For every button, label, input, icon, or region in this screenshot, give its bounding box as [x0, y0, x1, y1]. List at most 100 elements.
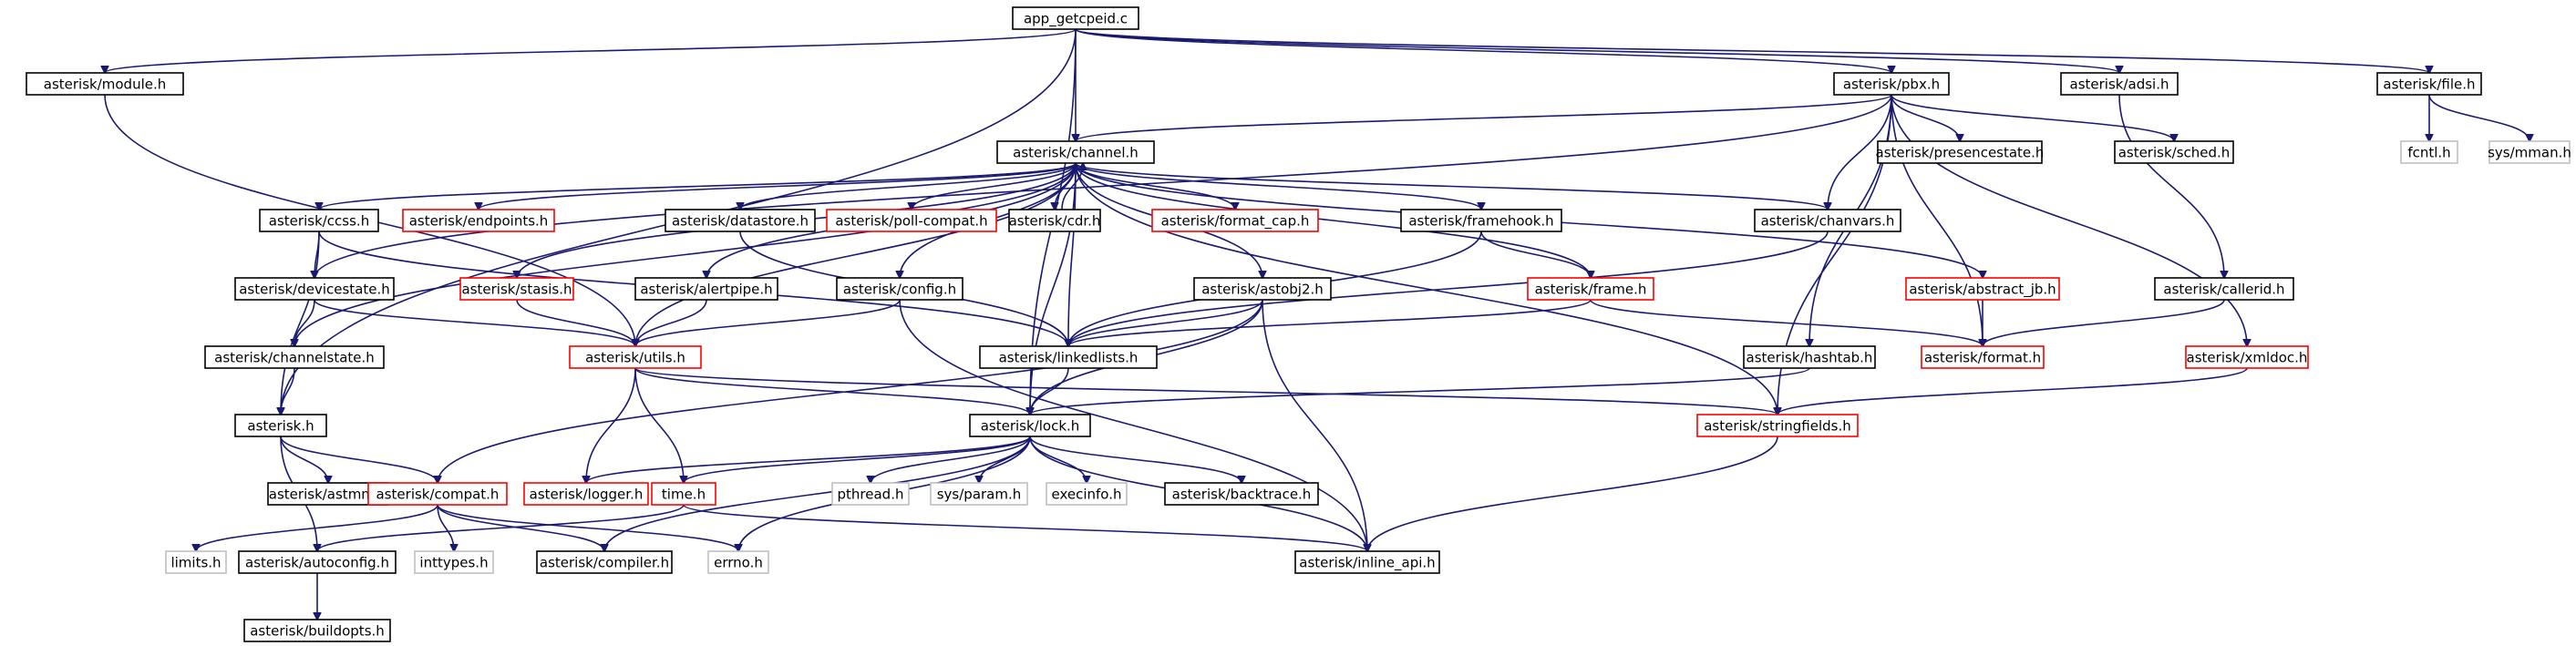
edge-asterisk-pbx-h-to-asterisk-chanvars-h	[1828, 94, 1892, 210]
node-asterisk-channelstate-h[interactable]: asterisk/channelstate.h	[204, 345, 385, 369]
edge-asterisk-channel-h-to-asterisk-datastore-h	[740, 162, 1077, 210]
node-label: asterisk/abstract_jb.h	[1909, 282, 2056, 299]
node-label: pthread.h	[838, 487, 904, 503]
edge-app-getcpeid-c-to-asterisk-file-h	[1075, 28, 2429, 73]
edge-asterisk-channel-h-to-asterisk-lock-h	[1030, 162, 1077, 415]
edge-asterisk-pbx-h-to-asterisk-xmldoc-h	[1891, 94, 2247, 346]
node-asterisk-callerid-h[interactable]: asterisk/callerid.h	[2154, 277, 2294, 301]
edge-asterisk-cdr-h-to-asterisk-channel-h	[1061, 163, 1083, 210]
edge-asterisk-astobj2-h-to-asterisk-linkedlists-h	[1068, 299, 1263, 346]
node-label: asterisk/framehook.h	[1408, 213, 1553, 230]
node-limits-h[interactable]: limits.h	[165, 550, 227, 574]
node-box	[930, 482, 1028, 506]
node-asterisk-abstract-jb-h[interactable]: asterisk/abstract_jb.h	[1905, 277, 2060, 301]
edge-asterisk-channel-h-to-asterisk-stringfields-h	[1075, 162, 1777, 415]
node-pthread-h[interactable]: pthread.h	[831, 482, 910, 506]
node-box	[26, 72, 184, 96]
node-errno-h[interactable]: errno.h	[707, 550, 769, 574]
node-label: asterisk/adsi.h	[2070, 77, 2169, 93]
node-asterisk-endpoints-h[interactable]: asterisk/endpoints.h	[402, 209, 555, 232]
edge-asterisk-config-h-to-asterisk-utils-h	[635, 299, 901, 346]
node-label: asterisk/channel.h	[1013, 145, 1139, 161]
node-label: asterisk/inline_api.h	[1299, 555, 1435, 572]
node-label: fcntl.h	[2407, 145, 2450, 161]
node-box	[2400, 140, 2458, 164]
node-asterisk-config-h[interactable]: asterisk/config.h	[836, 277, 963, 301]
node-asterisk-format-cap-h[interactable]: asterisk/format_cap.h	[1151, 209, 1319, 232]
node-asterisk-sched-h[interactable]: asterisk/sched.h	[2114, 140, 2234, 164]
node-asterisk-format-h[interactable]: asterisk/format.h	[1921, 345, 2045, 369]
node-label: asterisk/stasis.h	[462, 282, 572, 298]
node-asterisk-framehook-h[interactable]: asterisk/framehook.h	[1400, 209, 1562, 232]
node-label: execinfo.h	[1052, 487, 1122, 503]
node-box	[204, 345, 385, 369]
node-asterisk-ccss-h[interactable]: asterisk/ccss.h	[259, 209, 379, 232]
node-label: asterisk/hashtab.h	[1747, 350, 1873, 366]
node-label: asterisk/compiler.h	[540, 555, 669, 571]
node-asterisk-datastore-h[interactable]: asterisk/datastore.h	[665, 209, 816, 232]
node-asterisk-backtrace-h[interactable]: asterisk/backtrace.h	[1164, 482, 1319, 506]
node-inttypes-h[interactable]: inttypes.h	[414, 550, 494, 574]
edge-asterisk-adsi-h-to-asterisk-callerid-h	[2118, 94, 2224, 278]
edge-asterisk-config-h-to-asterisk-inline-api-h	[899, 299, 1367, 551]
node-label: asterisk/endpoints.h	[409, 213, 549, 230]
node-asterisk-file-h[interactable]: asterisk/file.h	[2376, 72, 2482, 96]
node-asterisk-xmldoc-h[interactable]: asterisk/xmldoc.h	[2185, 345, 2309, 369]
node-asterisk-frame-h[interactable]: asterisk/frame.h	[1527, 277, 1654, 301]
node-asterisk-adsi-h[interactable]: asterisk/adsi.h	[2060, 72, 2179, 96]
node-label: asterisk/ccss.h	[269, 213, 369, 230]
node-asterisk-channel-h[interactable]: asterisk/channel.h	[996, 140, 1155, 164]
edge-asterisk-astobj2-h-to-asterisk-compat-h	[438, 299, 1263, 483]
node-asterisk-stringfields-h[interactable]: asterisk/stringfields.h	[1696, 414, 1859, 437]
node-sys-mman-h[interactable]: sys/mman.h	[2488, 140, 2571, 164]
node-asterisk-logger-h[interactable]: asterisk/logger.h	[523, 482, 649, 506]
node-asterisk-chanvars-h[interactable]: asterisk/chanvars.h	[1754, 209, 1901, 232]
node-asterisk-lock-h[interactable]: asterisk/lock.h	[969, 414, 1091, 437]
node-box	[1400, 209, 1562, 232]
node-asterisk-alertpipe-h[interactable]: asterisk/alertpipe.h	[634, 277, 778, 301]
node-asterisk-stasis-h[interactable]: asterisk/stasis.h	[459, 277, 574, 301]
node-asterisk-compat-h[interactable]: asterisk/compat.h	[367, 482, 508, 506]
edge-asterisk-pbx-h-to-asterisk-format-h	[1891, 94, 1983, 346]
node-box	[238, 550, 397, 574]
node-asterisk-devicestate-h[interactable]: asterisk/devicestate.h	[234, 277, 395, 301]
node-box	[2185, 345, 2309, 369]
node-label: asterisk/astmm.h	[269, 487, 387, 503]
node-sys-param-h[interactable]: sys/param.h	[930, 482, 1028, 506]
edge-asterisk-framehook-h-to-asterisk-frame-h	[1480, 231, 1591, 278]
edge-asterisk-utils-h-to-asterisk-lock-h	[634, 367, 1030, 415]
edge-asterisk-pbx-h-to-asterisk-sched-h	[1891, 94, 2174, 141]
node-label: limits.h	[170, 555, 221, 571]
edge-asterisk-callerid-h-to-asterisk-format-h	[1983, 299, 2225, 346]
edge-asterisk-channelstate-h-to-asterisk-h	[281, 367, 295, 415]
edge-asterisk-pbx-h-to-asterisk-devicestate-h	[314, 94, 1892, 278]
node-box	[1905, 277, 2060, 301]
node-box	[1877, 140, 2043, 164]
node-asterisk-compiler-h[interactable]: asterisk/compiler.h	[536, 550, 673, 574]
node-asterisk-buildopts-h[interactable]: asterisk/buildopts.h	[243, 619, 391, 642]
node-execinfo-h[interactable]: execinfo.h	[1046, 482, 1128, 506]
node-asterisk-autoconfig-h[interactable]: asterisk/autoconfig.h	[238, 550, 397, 574]
node-box	[1151, 209, 1319, 232]
node-asterisk-pbx-h[interactable]: asterisk/pbx.h	[1833, 72, 1950, 96]
node-asterisk-inline-api-h[interactable]: asterisk/inline_api.h	[1294, 550, 1440, 574]
node-asterisk-utils-h[interactable]: asterisk/utils.h	[569, 345, 702, 369]
node-fcntl-h[interactable]: fcntl.h	[2400, 140, 2458, 164]
node-app-getcpeid-c: app_getcpeid.c	[1012, 6, 1139, 30]
node-asterisk-poll-compat-h[interactable]: asterisk/poll-compat.h	[826, 209, 997, 232]
edge-asterisk-pbx-h-to-asterisk-presencestate-h	[1891, 94, 1960, 141]
node-box	[367, 482, 508, 506]
edge-asterisk-lock-h-to-sys-param-h	[979, 436, 1031, 483]
node-asterisk-presencestate-h[interactable]: asterisk/presencestate.h	[1876, 140, 2045, 164]
node-asterisk-hashtab-h[interactable]: asterisk/hashtab.h	[1743, 345, 1876, 369]
edge-time-h-to-asterisk-inline-api-h	[683, 504, 1367, 551]
node-box	[523, 482, 649, 506]
node-asterisk-cdr-h[interactable]: asterisk/cdr.h	[1008, 209, 1101, 232]
node-asterisk-h[interactable]: asterisk.h	[234, 414, 327, 437]
node-asterisk-astobj2-h[interactable]: asterisk/astobj2.h	[1193, 277, 1332, 301]
node-asterisk-module-h[interactable]: asterisk/module.h	[26, 72, 184, 96]
node-box	[536, 550, 673, 574]
node-box	[243, 619, 391, 642]
node-asterisk-linkedlists-h[interactable]: asterisk/linkedlists.h	[979, 345, 1158, 369]
node-time-h[interactable]: time.h	[651, 482, 716, 506]
